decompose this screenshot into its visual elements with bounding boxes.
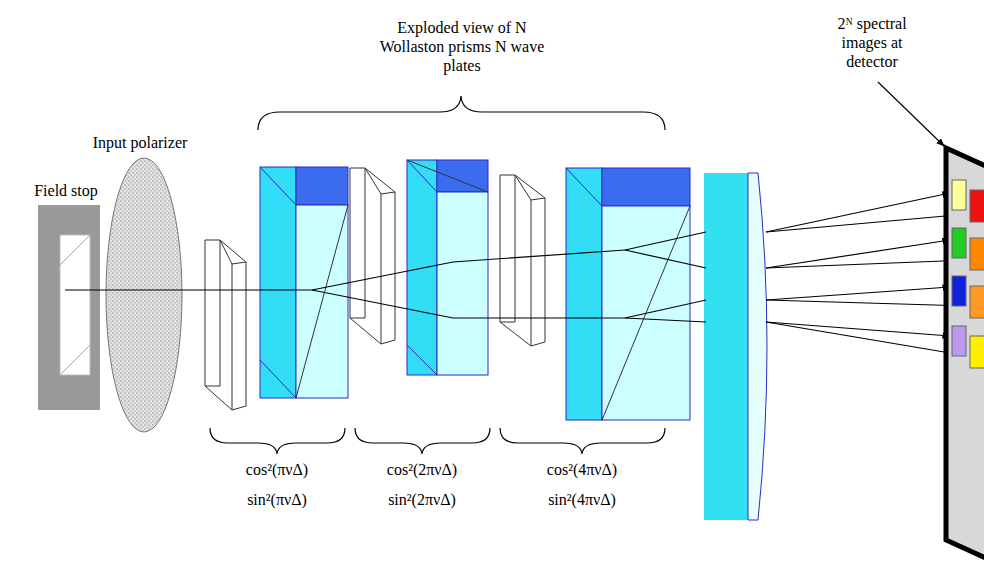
text-label: cos²(4πνΔ) [517,460,647,479]
leader-line [878,82,944,146]
text-label: Input polarizer [85,133,195,152]
text-label: Field stop [31,181,101,200]
text-label: sin²(4πνΔ) [517,490,647,509]
text-label: sin²(2πνΔ) [357,490,487,509]
text-label: cos²(πνΔ) [217,460,337,479]
text-label: 2ᴺ spectral images at detector [817,14,927,72]
detector [946,148,984,560]
braces [210,96,665,454]
wave-plates [205,168,545,410]
text-label: sin²(πνΔ) [217,490,337,509]
light-rays [65,193,968,356]
text-label: cos²(2πνΔ) [357,460,487,479]
input-polarizer [106,158,182,432]
lens [704,173,767,520]
wollaston-prisms [260,160,690,420]
text-label: Exploded view of N Wollaston prisms N wa… [377,18,547,76]
field-stop [38,205,100,410]
